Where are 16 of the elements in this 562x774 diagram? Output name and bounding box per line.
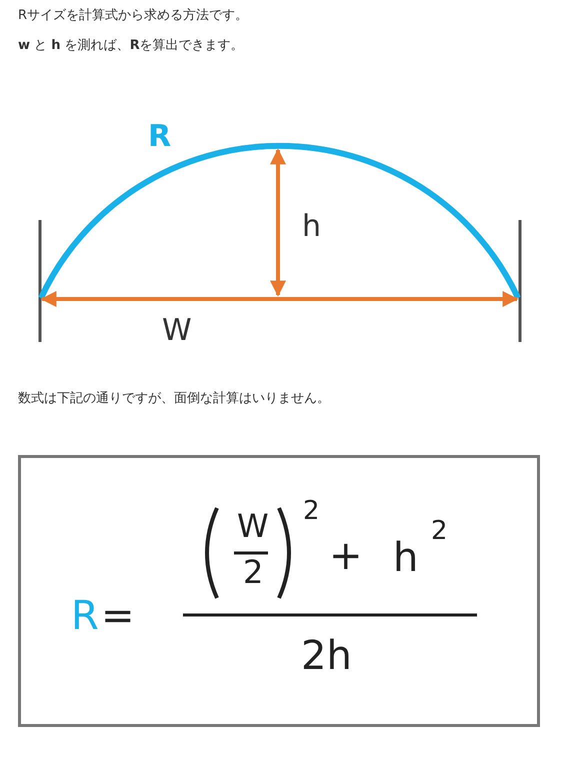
width-label: W [162,316,192,346]
radius-label: R [148,122,172,152]
formula-variable: R [71,596,99,636]
formula-operator: + [329,536,363,576]
formula-exponent: 2 [303,498,320,524]
formula-exponent: 2 [431,518,448,544]
formula-variable: W [237,510,269,542]
height-label: h [302,212,322,242]
formula-denominator: 2h [301,636,352,676]
intro-text: Rサイズを計算式から求める方法です。 [18,9,248,22]
formula-panel [18,455,540,727]
note-text: 数式は下記の通りですが、面倒な計算はいりません。 [18,392,330,405]
formula-number: 2 [243,556,264,588]
intro-text: w と h を測れば、Rを算出できます。 [18,39,244,52]
formula-variable: h [393,538,418,578]
formula-operator: = [101,596,135,636]
